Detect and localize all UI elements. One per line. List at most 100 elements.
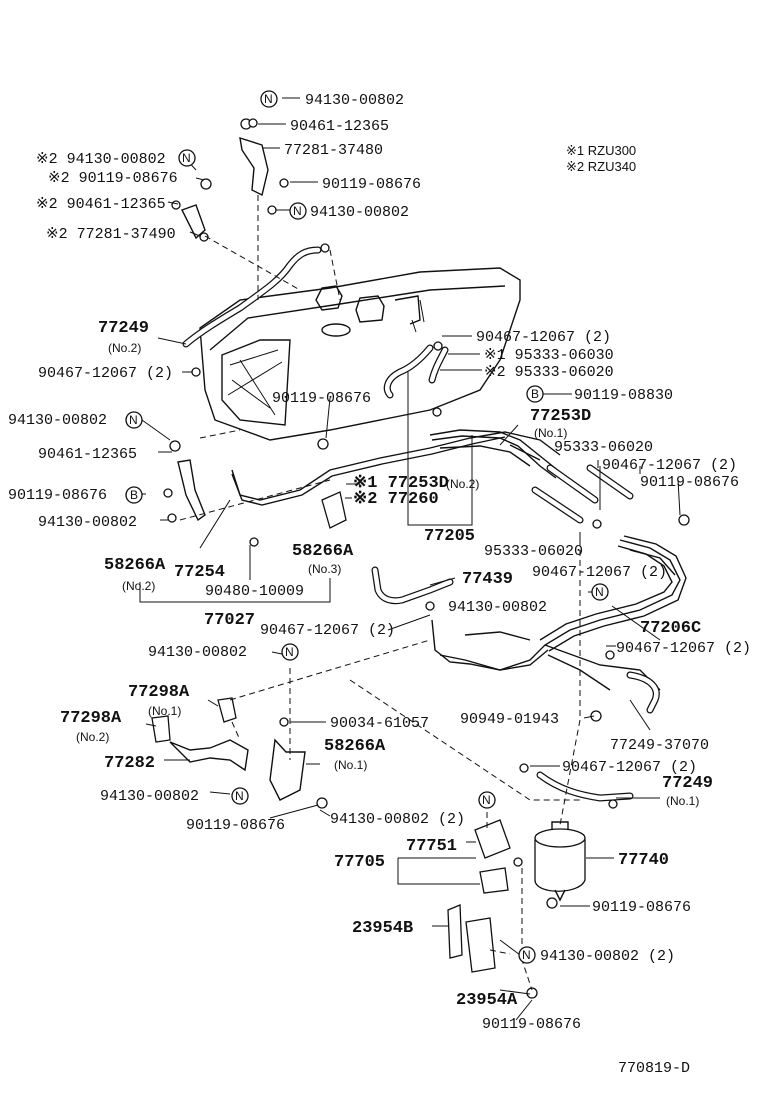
part-number-label: 90949-01943 — [460, 711, 559, 728]
fasteners[interactable] — [163, 118, 690, 999]
part-variant-label: (No.2) — [108, 341, 141, 355]
part-number-label: 90467-12067 (2) — [616, 640, 751, 657]
part-number-label: ※2 95333-06020 — [484, 364, 614, 381]
part-variant-label: (No.3) — [308, 562, 341, 576]
part-variant-label: (No.1) — [334, 758, 367, 772]
b-symbol: B — [526, 385, 544, 403]
callouts: 94130-00802 90461-12365 77281-37480 9011… — [8, 92, 751, 1033]
bracket-77751[interactable] — [474, 819, 511, 859]
part-number-label: 77281-37480 — [284, 142, 383, 159]
bracket-58266a-no3[interactable] — [321, 491, 347, 529]
svg-text:N: N — [235, 789, 244, 803]
part-number-label: 58266A — [104, 556, 166, 575]
part-number-label: 77298A — [60, 709, 122, 728]
part-number-label: ※1 95333-06030 — [484, 347, 614, 364]
figure-code: 770819-D — [618, 1060, 690, 1077]
part-variant-label: (No.1) — [148, 704, 181, 718]
part-number-label: 77253D — [530, 407, 591, 426]
clamp-77298a-no2[interactable] — [151, 715, 171, 743]
part-number-label: 90119-08676 — [186, 817, 285, 834]
part-number-label: 90461-12365 — [290, 118, 389, 135]
b-symbol: B — [125, 486, 143, 504]
part-number-label: 90119-08676 — [272, 390, 371, 407]
clamp-77298a-no1[interactable] — [217, 697, 237, 723]
part-number-label: 77439 — [462, 570, 513, 589]
part-number-label: 77027 — [204, 611, 255, 630]
part-number-label: 90467-12067 (2) — [38, 365, 173, 382]
part-number-label: ※2 77260 — [353, 490, 439, 509]
fuel-tank[interactable] — [199, 267, 521, 441]
part-number-label: 58266A — [292, 542, 354, 561]
part-number-label: 90467-12067 (2) — [260, 622, 395, 639]
hoses-95333[interactable] — [531, 464, 634, 524]
legend: ※1 RZU300 ※2 RZU340 — [566, 143, 636, 174]
part-number-label: 90034-61057 — [330, 715, 429, 732]
hose-77439[interactable] — [371, 566, 454, 605]
bracket-77282[interactable] — [169, 739, 249, 772]
hose-77249-no1[interactable] — [536, 771, 634, 802]
breather-tubes[interactable] — [383, 344, 449, 399]
hose-77249-37070[interactable] — [626, 671, 660, 714]
n-symbol: N — [125, 411, 143, 429]
hose-77249-no2[interactable] — [182, 246, 322, 348]
leader-lines — [132, 97, 681, 1021]
svg-text:B: B — [531, 387, 539, 401]
bracket-23954a[interactable] — [465, 917, 496, 973]
part-variant-label: (No.2) — [446, 477, 479, 491]
part-number-label: 58266A — [324, 737, 386, 756]
part-number-label: 90461-12365 — [38, 446, 137, 463]
part-number-label: 23954B — [352, 919, 413, 938]
part-number-label: 77254 — [174, 563, 225, 582]
part-number-label: 94130-00802 — [305, 92, 404, 109]
part-number-label: 94130-00802 (2) — [540, 948, 675, 965]
part-number-label: 94130-00802 — [448, 599, 547, 616]
part-number-label: 77249-37070 — [610, 737, 709, 754]
part-number-label: 77205 — [424, 527, 475, 546]
part-number-label: 94130-00802 — [310, 204, 409, 221]
part-variant-label: (No.1) — [666, 794, 699, 808]
n-symbol: N — [591, 583, 609, 601]
svg-text:N: N — [482, 793, 491, 807]
bracket-58266a-no1[interactable] — [269, 738, 306, 801]
part-number-label: 94130-00802 — [38, 514, 137, 531]
svg-text:N: N — [129, 413, 138, 427]
part-number-label: 94130-00802 (2) — [330, 811, 465, 828]
part-number-label: ※2 90119-08676 — [48, 170, 178, 187]
part-number-label: 77249 — [98, 319, 149, 338]
bracket-77705[interactable] — [479, 867, 509, 894]
bracket-23954b[interactable] — [447, 904, 463, 959]
svg-text:N: N — [285, 645, 294, 659]
legend-item-2: ※2 RZU340 — [566, 159, 636, 174]
part-number-label: 90467-12067 (2) — [562, 759, 697, 776]
svg-text:N: N — [595, 585, 604, 599]
bracket-58266a-no2[interactable] — [177, 459, 206, 522]
part-number-label: ※1 77253D — [353, 474, 449, 493]
bracket-77281-lower[interactable] — [181, 204, 206, 240]
n-symbol: N — [281, 643, 299, 661]
n-symbol: N — [178, 149, 196, 167]
part-number-label: 90119-08676 — [592, 899, 691, 916]
legend-item-1: ※1 RZU300 — [566, 143, 636, 158]
fuel-filter[interactable] — [534, 821, 586, 902]
part-number-label: 90119-08676 — [8, 487, 107, 504]
part-number-label: 95333-06020 — [484, 543, 583, 560]
dashed-guides — [179, 195, 581, 991]
fuel-lines[interactable] — [231, 429, 687, 691]
part-number-label: 77751 — [406, 837, 457, 856]
part-number-label: ※2 77281-37490 — [46, 226, 176, 243]
part-variant-label: (No.2) — [122, 579, 155, 593]
bracket-77281-upper[interactable] — [239, 136, 269, 197]
part-number-label: ※2 94130-00802 — [36, 151, 166, 168]
part-number-label: 77740 — [618, 851, 669, 870]
n-symbol: N — [231, 787, 249, 805]
part-number-label: 77705 — [334, 853, 385, 872]
part-number-label: 77249 — [662, 774, 713, 793]
part-number-label: 94130-00802 — [8, 412, 107, 429]
part-variant-label: (No.1) — [534, 426, 567, 440]
part-number-label: 90119-08830 — [574, 387, 673, 404]
svg-text:N: N — [264, 92, 273, 106]
part-number-label: 77206C — [640, 619, 701, 638]
n-symbol: N — [518, 946, 536, 964]
svg-text:N: N — [293, 204, 302, 218]
